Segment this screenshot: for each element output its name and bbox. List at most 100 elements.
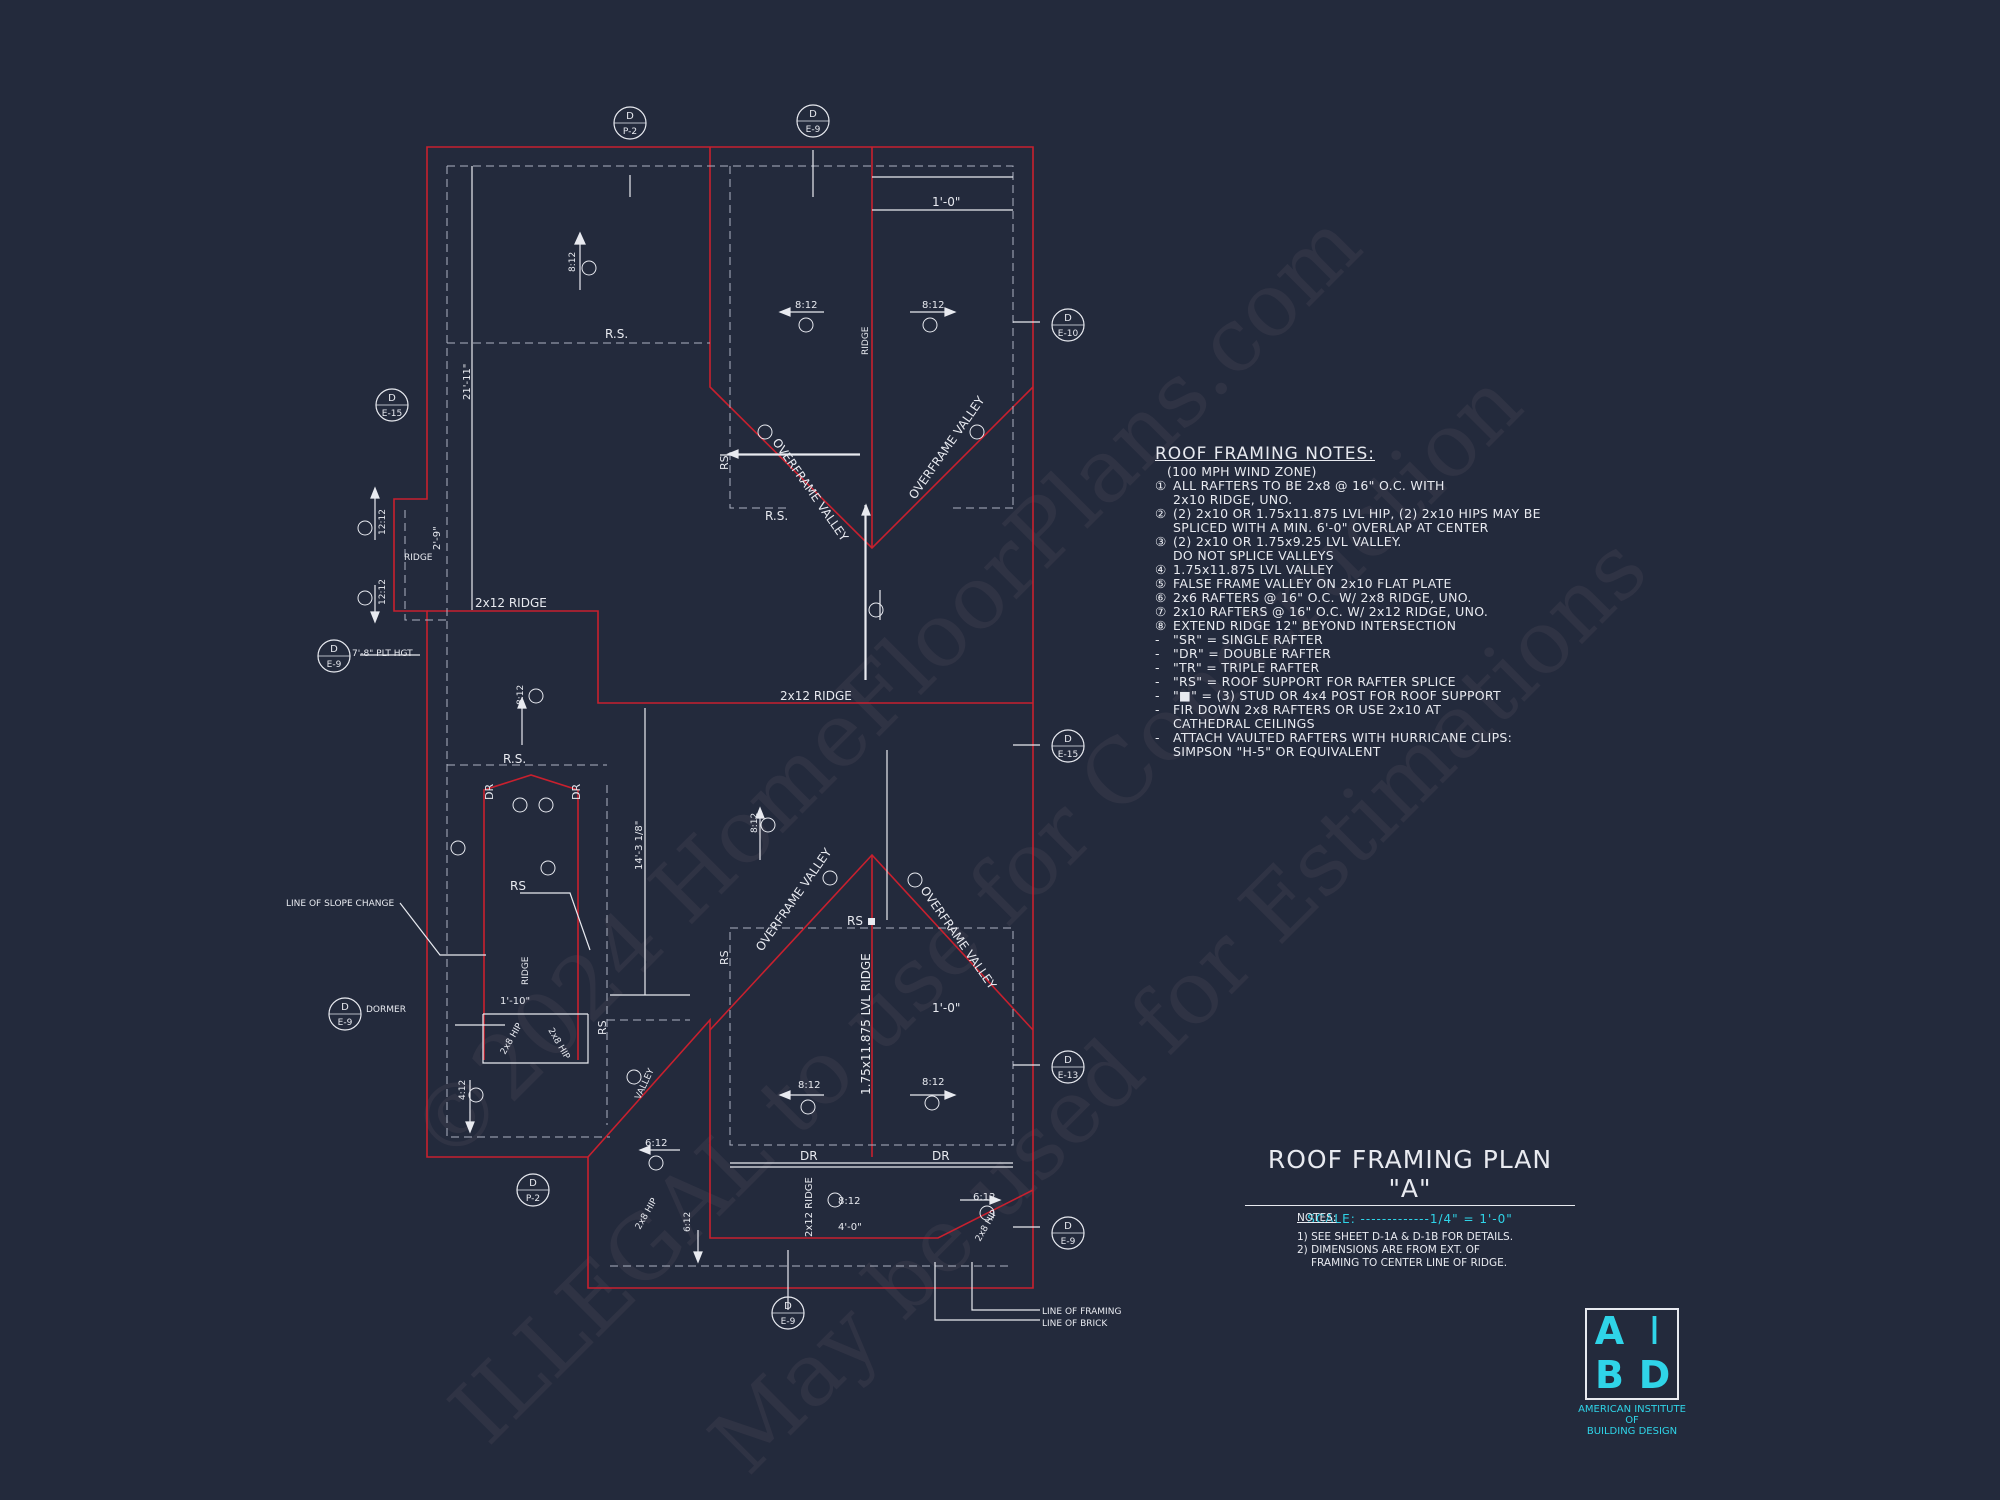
framing-note-item: -"SR" = SINGLE RAFTER <box>1155 633 1585 647</box>
section-tag: DE-9 <box>317 639 351 673</box>
hip-label: 2x8 HIP <box>545 1027 571 1062</box>
pitch-label: 8:12 <box>838 1196 860 1207</box>
drawing-title: ROOF FRAMING PLAN "A" <box>1245 1145 1575 1206</box>
section-tag: DP-2 <box>613 106 647 140</box>
framing-note-item: SIMPSON "H-5" OR EQUIVALENT <box>1155 745 1585 759</box>
note-mark: - <box>1155 660 1160 675</box>
ridge-label: RIDGE <box>861 326 871 355</box>
section-tag: DE-9 <box>796 104 830 138</box>
ridge-label: RIDGE <box>404 553 433 563</box>
pitch-label: 8:12 <box>750 813 760 833</box>
ridge-label: RIDGE <box>521 956 531 985</box>
framing-note-item: -ATTACH VAULTED RAFTERS WITH HURRICANE C… <box>1155 731 1585 745</box>
pitch-label: 8:12 <box>922 300 944 311</box>
dormer-label: DORMER <box>366 1005 406 1015</box>
note-text: DO NOT SPLICE VALLEYS <box>1173 548 1334 563</box>
framing-note-item: 2x10 RIDGE, UNO. <box>1155 493 1585 507</box>
rs-label: R.S. <box>765 509 788 523</box>
ridge-2x12-label: 2x12 RIDGE <box>475 596 547 610</box>
pitch-arrows <box>370 231 1002 1264</box>
dim-label: 4'-0" <box>838 1222 862 1233</box>
aibd-logo: A I B D AMERICAN INSTITUTE OF BUILDING D… <box>1562 1308 1702 1437</box>
pitch-label: 8:12 <box>798 1080 820 1091</box>
line-brick-label: LINE OF BRICK <box>1042 1319 1108 1329</box>
note-text: FALSE FRAME VALLEY ON 2x10 FLAT PLATE <box>1173 576 1452 591</box>
note-text: FIR DOWN 2x8 RAFTERS OR USE 2x10 AT <box>1173 702 1442 717</box>
rs-label: RS <box>510 879 526 893</box>
dim-label: 1'-0" <box>932 1001 960 1015</box>
dim-label: 1'-0" <box>932 195 960 209</box>
dr-label: DR <box>570 784 583 800</box>
note-mark: ④ <box>1155 562 1167 577</box>
note-text: "SR" = SINGLE RAFTER <box>1173 632 1323 647</box>
framing-solid <box>360 150 1040 1321</box>
section-tag-letter: D <box>809 109 817 120</box>
section-tag-sheet: P-2 <box>623 127 637 137</box>
general-notes-heading: NOTES: <box>1297 1212 1337 1224</box>
rs-label: RS <box>596 1020 609 1035</box>
pitch-label: 6:12 <box>683 1212 693 1232</box>
section-tag: D E-15 <box>1051 729 1085 763</box>
pitch-label: 6:12 <box>645 1138 667 1149</box>
pitch-label: 12:12 <box>378 579 388 605</box>
note-mark <box>1155 521 1173 535</box>
note-mark: ① <box>1155 478 1167 493</box>
ridge-2x12-label: 2x12 RIDGE <box>780 689 852 703</box>
section-tag-letter: D <box>341 1002 349 1013</box>
overframe-valley-label: OVERFRAME VALLEY <box>770 436 852 545</box>
notes-title: ROOF FRAMING NOTES: <box>1155 444 1376 464</box>
framing-note-item: -"DR" = DOUBLE RAFTER <box>1155 647 1585 661</box>
framing-note-item: -"RS" = ROOF SUPPORT FOR RAFTER SPLICE <box>1155 675 1585 689</box>
note-mark: - <box>1155 674 1160 689</box>
rs-label: R.S. <box>605 327 628 341</box>
section-tag: DE-9 <box>1051 1216 1085 1250</box>
rs-label: RS <box>847 914 863 928</box>
note-mark: ③ <box>1155 534 1167 549</box>
framing-note-item: -FIR DOWN 2x8 RAFTERS OR USE 2x10 AT <box>1155 703 1585 717</box>
section-tag-letter: D <box>1064 734 1072 745</box>
framing-note-item: -"TR" = TRIPLE RAFTER <box>1155 661 1585 675</box>
note-mark: - <box>1155 632 1160 647</box>
plan-labels: R.S. R.S. R.S. RS RS 2x12 RIDGE 2x12 RID… <box>286 195 1121 1329</box>
logo-name: AMERICAN INSTITUTE OF BUILDING DESIGN <box>1578 1404 1686 1437</box>
line-framing-label: LINE OF FRAMING <box>1042 1307 1121 1317</box>
section-tag-letter: D <box>1064 1055 1072 1066</box>
section-tag-sheet: E-9 <box>781 1317 796 1327</box>
section-tag: DP-2 <box>516 1173 550 1207</box>
hip-label: 2x8 HIP <box>634 1196 660 1231</box>
section-tag-sheet: E-9 <box>1061 1237 1076 1247</box>
section-tag-sheet: E-10 <box>1058 329 1079 339</box>
note-mark: ⑦ <box>1155 604 1167 619</box>
dr-label: DR <box>800 1149 818 1163</box>
section-tags: DP-2DE-9DE-10DE-15DE-9DE-15DE-9DE-13DP-2… <box>317 104 1085 1330</box>
pitch-label: 6:12 <box>973 1192 995 1203</box>
note-mark <box>1155 549 1173 563</box>
section-tag-sheet: E-9 <box>327 660 342 670</box>
dim-label: 2'-9" <box>432 526 443 550</box>
ridge-2x12-label: 2x12 RIDGE <box>804 1177 815 1237</box>
note-text: 2x10 RAFTERS @ 16" O.C. W/ 2x12 RIDGE, U… <box>1173 604 1489 619</box>
framing-note-item: -"■" = (3) STUD OR 4x4 POST FOR ROOF SUP… <box>1155 689 1585 703</box>
note-mark <box>1155 717 1173 731</box>
section-tag-sheet: E-15 <box>382 409 402 419</box>
section-tag: D E-9 <box>328 997 362 1031</box>
section-tag-letter: D <box>529 1178 537 1189</box>
section-tag-sheet: E-15 <box>1058 750 1078 760</box>
framing-note-item: SPLICED WITH A MIN. 6'-0" OVERLAP AT CEN… <box>1155 521 1585 535</box>
dim-label: 21'-11" <box>462 364 473 400</box>
note-text: (2) 2x10 OR 1.75x9.25 LVL VALLEY. <box>1173 534 1402 549</box>
pitch-label: 8:12 <box>568 252 578 272</box>
note-mark <box>1155 745 1173 759</box>
note-text: (2) 2x10 OR 1.75x11.875 LVL HIP, (2) 2x1… <box>1173 506 1541 521</box>
section-tag-sheet: E-9 <box>338 1018 353 1028</box>
overframe-valley-label: OVERFRAME VALLEY <box>753 845 835 954</box>
section-tag-letter: D <box>784 1301 792 1312</box>
pitch-label: 8:12 <box>922 1077 944 1088</box>
note-text: SPLICED WITH A MIN. 6'-0" OVERLAP AT CEN… <box>1173 520 1489 535</box>
pitch-label: 12:12 <box>378 509 388 535</box>
drawing-scale: SCALE: -------------1/4" = 1'-0" <box>1307 1212 1513 1226</box>
